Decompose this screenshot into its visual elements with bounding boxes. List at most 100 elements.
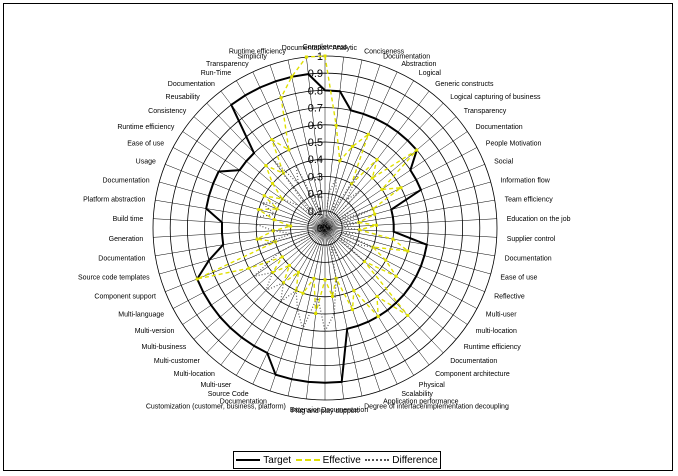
- category-label-44: Build time: [113, 216, 144, 223]
- effective-point-26: [350, 307, 354, 311]
- effective-point-39: [247, 266, 251, 270]
- grid-spoke-27: [324, 227, 363, 397]
- grid-spoke-34: [236, 227, 326, 376]
- grid-spoke-1: [324, 56, 344, 229]
- grid-spoke-53: [236, 80, 326, 229]
- r-tick-label-10: 1: [317, 51, 323, 63]
- grid-spoke-12: [324, 181, 491, 229]
- effective-point-55: [279, 96, 283, 100]
- grid-spoke-56: [287, 59, 326, 229]
- category-label-15: Supplier control: [507, 236, 556, 243]
- r-tick-label-0: 0: [317, 223, 323, 235]
- category-label-42: Documentation: [98, 255, 145, 262]
- effective-point-16: [391, 237, 395, 241]
- grid-spoke-7: [324, 102, 444, 229]
- effective-point-1: [334, 123, 338, 127]
- effective-point-44: [289, 224, 293, 228]
- grid-spoke-25: [324, 227, 398, 385]
- effective-point-3: [350, 145, 354, 149]
- grid-spoke-50: [193, 116, 326, 229]
- category-label-50: Consistency: [148, 108, 187, 115]
- legend-label-difference: Difference: [392, 454, 438, 466]
- category-label-25: Scalability: [401, 391, 433, 398]
- legend-label-effective: Effective: [322, 454, 361, 466]
- category-label-17: Ease of use: [500, 275, 537, 282]
- category-label-26: Application performance: [383, 399, 459, 406]
- category-label-1: Analytic: [332, 45, 357, 52]
- category-label-22: Documentation: [450, 358, 497, 365]
- legend-label-target: Target: [263, 454, 292, 466]
- legend-swatch-target: [236, 459, 261, 461]
- category-label-35: Multi-location: [174, 371, 215, 378]
- category-label-55: Simplicity: [237, 54, 267, 61]
- r-tick-label-3: 0.3: [308, 171, 323, 183]
- legend-item-target: Target: [236, 455, 291, 466]
- effective-point-56: [290, 75, 294, 79]
- effective-point-43: [271, 229, 275, 233]
- series-line-target: [196, 73, 428, 384]
- category-label-41: Source code templates: [78, 275, 150, 282]
- grid-spoke-18: [324, 227, 485, 292]
- category-label-21: Runtime efficiency: [464, 344, 522, 351]
- effective-point-46: [257, 208, 261, 212]
- effective-point-19: [384, 258, 388, 262]
- effective-point-36: [288, 263, 292, 267]
- category-label-19: Multi-user: [486, 311, 517, 318]
- grid-spoke-37: [193, 227, 326, 340]
- category-label-8: Transparency: [464, 108, 507, 115]
- r-tick-label-8: 0.8: [308, 85, 323, 97]
- effective-point-32: [301, 291, 305, 295]
- effective-point-42: [255, 237, 259, 241]
- r-tick-label-7: 0.7: [308, 103, 323, 115]
- grid-spoke-47: [165, 164, 326, 229]
- grid-spoke-35: [220, 227, 326, 366]
- category-label-36: Multi-customer: [154, 358, 201, 365]
- effective-point-25: [352, 288, 356, 292]
- grid-spoke-45: [155, 199, 326, 229]
- effective-point-6: [375, 158, 379, 162]
- category-label-51: Reusability: [166, 94, 201, 101]
- grid-spoke-19: [324, 227, 478, 309]
- category-label-2: Conciseness: [364, 48, 405, 55]
- legend-item-difference: Difference: [365, 454, 438, 466]
- effective-point-23: [375, 294, 379, 298]
- effective-point-54: [287, 148, 291, 152]
- grid-spoke-48: [172, 147, 326, 229]
- effective-point-14: [375, 223, 379, 227]
- effective-point-31: [312, 276, 316, 280]
- grid-spoke-8: [324, 116, 457, 229]
- effective-point-50: [271, 181, 275, 185]
- effective-point-7: [370, 176, 374, 180]
- category-label-57: Documentation: [282, 45, 329, 52]
- effective-point-35: [281, 281, 285, 285]
- category-label-31: Customization (customer, business, platf…: [146, 404, 286, 411]
- grid-spoke-4: [324, 71, 398, 229]
- category-label-16: Documentation: [505, 255, 552, 262]
- grid-spoke-31: [287, 227, 326, 397]
- grid-spoke-16: [324, 227, 495, 257]
- effective-point-29: [323, 278, 327, 282]
- r-tick-label-5: 0.5: [308, 137, 323, 149]
- category-label-54: Transparency: [206, 61, 249, 68]
- grid-spoke-38: [182, 227, 326, 325]
- grid-spoke-43: [153, 227, 326, 238]
- grid-spoke-28: [324, 227, 344, 400]
- effective-point-17: [406, 249, 410, 253]
- category-label-14: Education on the job: [507, 216, 571, 223]
- category-label-30: Extension: [290, 407, 321, 414]
- effective-point-27: [334, 276, 338, 280]
- grid-spoke-33: [252, 227, 326, 385]
- r-tick-label-6: 0.6: [308, 120, 323, 132]
- grid-spoke-49: [182, 131, 326, 229]
- effective-point-0: [323, 54, 327, 58]
- category-label-52: Documentation: [168, 81, 215, 88]
- effective-point-24: [376, 314, 380, 318]
- effective-point-53: [270, 138, 274, 142]
- effective-point-47: [275, 207, 279, 211]
- category-label-33: Source Code: [208, 391, 249, 398]
- grid-spoke-9: [324, 131, 468, 229]
- effective-point-12: [373, 212, 377, 216]
- category-label-7: Logical capturing of business: [450, 94, 541, 101]
- effective-point-5: [350, 182, 354, 186]
